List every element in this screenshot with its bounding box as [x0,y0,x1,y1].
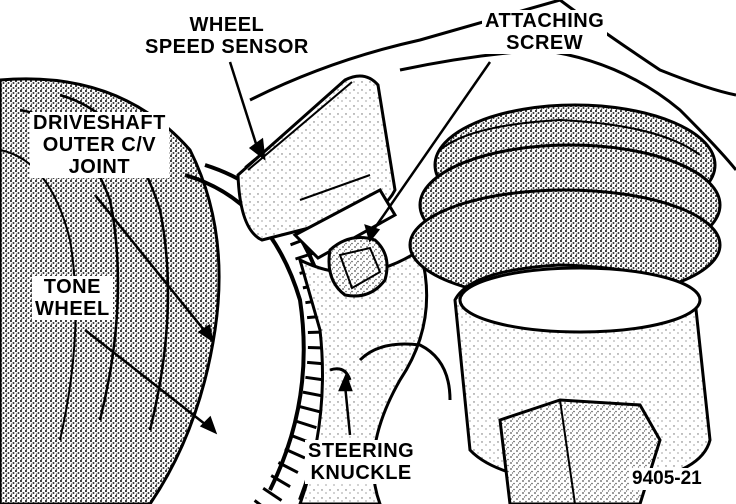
label-attaching-screw: ATTACHING SCREW [482,10,608,54]
strut-outline [399,48,736,171]
hub-socket [453,263,712,504]
arrowhead-sensor [248,137,266,161]
label-wheel-speed-sensor: WHEEL SPEED SENSOR [142,14,312,58]
label-line: WHEEL [189,14,265,36]
label-line: WHEEL [35,298,110,320]
wheel-speed-sensor [236,74,398,260]
tone-wheel-tooth [270,474,291,488]
tone-wheel-tooth [253,499,262,504]
label-line: OUTER C/V [42,134,157,156]
label-steering-knuckle: STEERING KNUCKLE [305,440,418,484]
label-line: DRIVESHAFT [33,112,166,134]
tone-wheel-tooth [299,405,322,414]
label-line: TONE [43,276,101,298]
leader-tone-wheel [84,329,211,429]
label-driveshaft-joint: DRIVESHAFT OUTER C/V JOINT [30,112,169,178]
label-tone-wheel: TONE WHEEL [32,276,113,320]
arrowhead-cv-joint [197,323,214,343]
leader-screw [370,61,492,233]
label-line: ATTACHING [485,10,605,32]
attaching-screw [327,236,389,298]
tone-wheel-tooth [295,419,317,430]
label-line: KNUCKLE [310,462,412,484]
tone-wheel-tooth [277,461,299,474]
label-line: SCREW [506,32,584,54]
label-line: STEERING [308,440,415,462]
leader-cv-joint [94,194,209,336]
leader-lines [84,61,492,436]
arrowhead-screw [364,224,381,243]
figure-number: 9405-21 [630,468,704,490]
leader-sensor [228,61,260,151]
label-line: JOINT [68,156,131,178]
strut-boot [408,103,722,302]
leader-knuckle [343,384,352,436]
upper-arm-outline [249,0,561,102]
label-line: SPEED SENSOR [145,36,309,58]
tone-wheel-tooth [284,447,306,460]
arrowhead-tone-wheel [199,415,218,435]
tone-wheel-tooth [262,487,283,502]
arrowhead-knuckle [338,372,353,392]
